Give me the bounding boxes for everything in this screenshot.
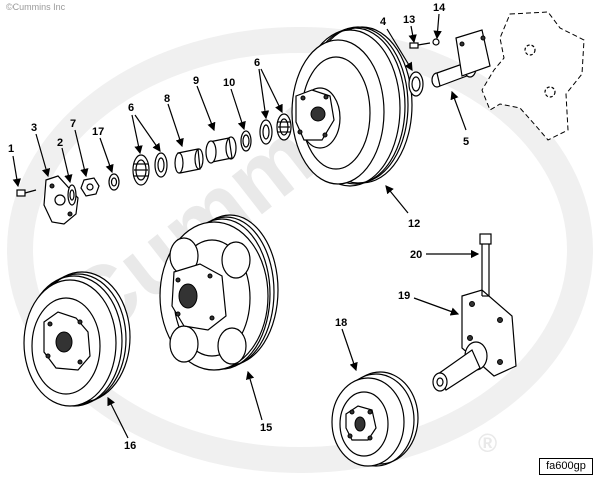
callout-7: 7	[70, 118, 76, 130]
capscrew-part-20	[479, 233, 492, 297]
pulley-part-15	[159, 214, 279, 371]
seal-part-17	[108, 173, 120, 191]
callout-8: 8	[164, 93, 170, 105]
callout-labels: 1 3 2 7 17 6 8 9 10 6 4 13 14 5 12 20 19…	[8, 2, 469, 452]
callout-14: 14	[433, 2, 446, 14]
figure-id-label: fa600gp	[539, 458, 593, 475]
callout-16: 16	[124, 440, 136, 452]
callout-17: 17	[92, 126, 104, 138]
callout-2: 2	[57, 137, 63, 149]
washer-part-14	[432, 38, 440, 46]
leader-lines	[12, 13, 480, 439]
bearing-part-6-right	[259, 113, 292, 145]
callout-10: 10	[223, 77, 235, 89]
callout-6-left: 6	[128, 102, 134, 114]
callout-6-right: 6	[254, 57, 260, 69]
bearing-part-6-left	[132, 152, 168, 186]
callout-15: 15	[260, 422, 272, 434]
washer-part-2	[67, 184, 77, 206]
callout-18: 18	[335, 317, 347, 329]
plate-part-3	[43, 175, 79, 225]
spacer-part-8	[174, 148, 204, 174]
pulley-part-16	[23, 271, 131, 407]
snap-ring-part-4	[408, 71, 424, 97]
pulley-part-18	[331, 371, 419, 467]
registered-mark: ®	[478, 428, 497, 458]
pulley-part-12	[291, 26, 413, 187]
callout-12: 12	[408, 218, 420, 230]
engine-block-outline	[481, 11, 585, 141]
callout-20: 20	[410, 249, 422, 261]
bracket-part-19	[432, 289, 517, 392]
callout-13: 13	[403, 14, 415, 26]
spacer-part-9	[205, 136, 237, 164]
callout-4: 4	[380, 16, 387, 28]
callout-3: 3	[31, 122, 37, 134]
capscrew-part-1	[16, 189, 37, 197]
callout-19: 19	[398, 290, 410, 302]
snap-ring-part-10	[240, 130, 252, 152]
nut-part-7	[80, 177, 100, 197]
callout-5: 5	[463, 136, 469, 148]
callout-9: 9	[193, 75, 199, 87]
shaft-part-5	[431, 29, 491, 88]
callout-1: 1	[8, 143, 14, 155]
copyright-notice: ©Cummins Inc	[6, 2, 66, 12]
